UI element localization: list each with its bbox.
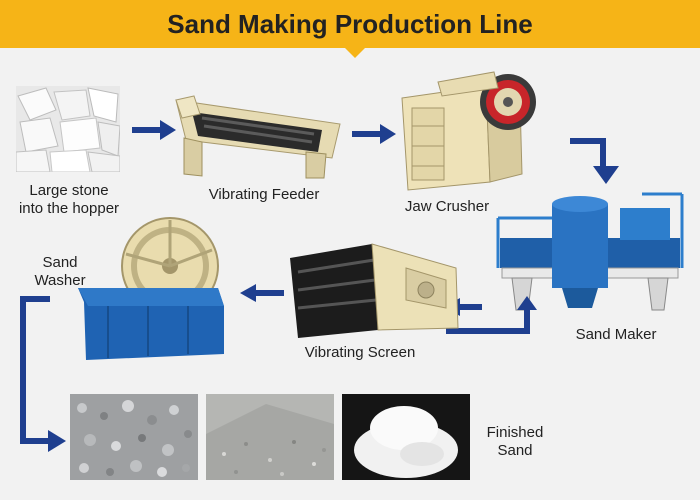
sand-maker-label: Sand Maker [566,326,666,344]
vibrating-feeder-image [172,94,344,180]
finished-sand-image-1 [70,394,198,480]
arrow-down-icon [570,136,620,186]
arrow-right-icon [132,120,176,140]
vibrating-screen-label: Vibrating Screen [294,344,426,362]
finished-sand-image-3 [342,394,470,480]
jaw-crusher-image [398,62,538,194]
jaw-crusher-label: Jaw Crusher [392,198,502,216]
title-banner-pointer [344,47,366,58]
arrow-left-icon [240,284,284,302]
sand-washer-label: Sand Washer [22,254,98,290]
sand-washer-image [78,214,228,362]
vibrating-screen-image [286,238,464,342]
arrow-down-right-icon [16,290,68,452]
vibrating-feeder-label: Vibrating Feeder [184,186,344,204]
large-stone-label: Large stone into the hopper [4,182,134,218]
finished-sand-label: Finished Sand [474,424,556,460]
finished-sand-image-2 [206,394,334,480]
page-title: Sand Making Production Line [0,0,700,48]
arrow-right-icon [352,124,396,144]
large-stone-image [16,86,120,172]
